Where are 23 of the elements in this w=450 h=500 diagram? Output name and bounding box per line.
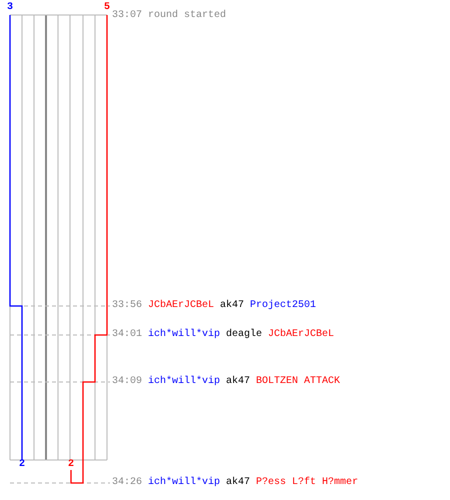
victim-name: BOLTZEN ATTACK: [256, 376, 340, 387]
weapon-name: ak47: [220, 300, 244, 311]
weapon-name: deagle: [226, 329, 262, 340]
timestamp: 34:01: [112, 329, 142, 340]
timestamp: 34:26: [112, 477, 142, 488]
killer-name: JCbAErJCBeL: [148, 300, 214, 311]
victim-name: Project2501: [250, 300, 316, 311]
player-count: 2: [65, 459, 77, 470]
killer-name: ich*will*vip: [148, 329, 220, 340]
killer-name: ich*will*vip: [148, 376, 220, 387]
player-count: 3: [4, 2, 16, 13]
player-count: 2: [16, 459, 28, 470]
team-lifeline: [70, 15, 108, 484]
timestamp: 34:09: [112, 376, 142, 387]
victim-name: JCbAErJCBeL: [268, 329, 334, 340]
timestamp: 33:56: [112, 300, 142, 311]
victim-name: P?ess L?ft H?mmer: [256, 477, 358, 488]
event-text: 33:07 round started: [112, 10, 226, 21]
player-count: 5: [101, 2, 113, 13]
weapon-name: ak47: [226, 477, 250, 488]
weapon-name: ak47: [226, 376, 250, 387]
killer-name: ich*will*vip: [148, 477, 220, 488]
team-lifeline: [9, 15, 23, 460]
